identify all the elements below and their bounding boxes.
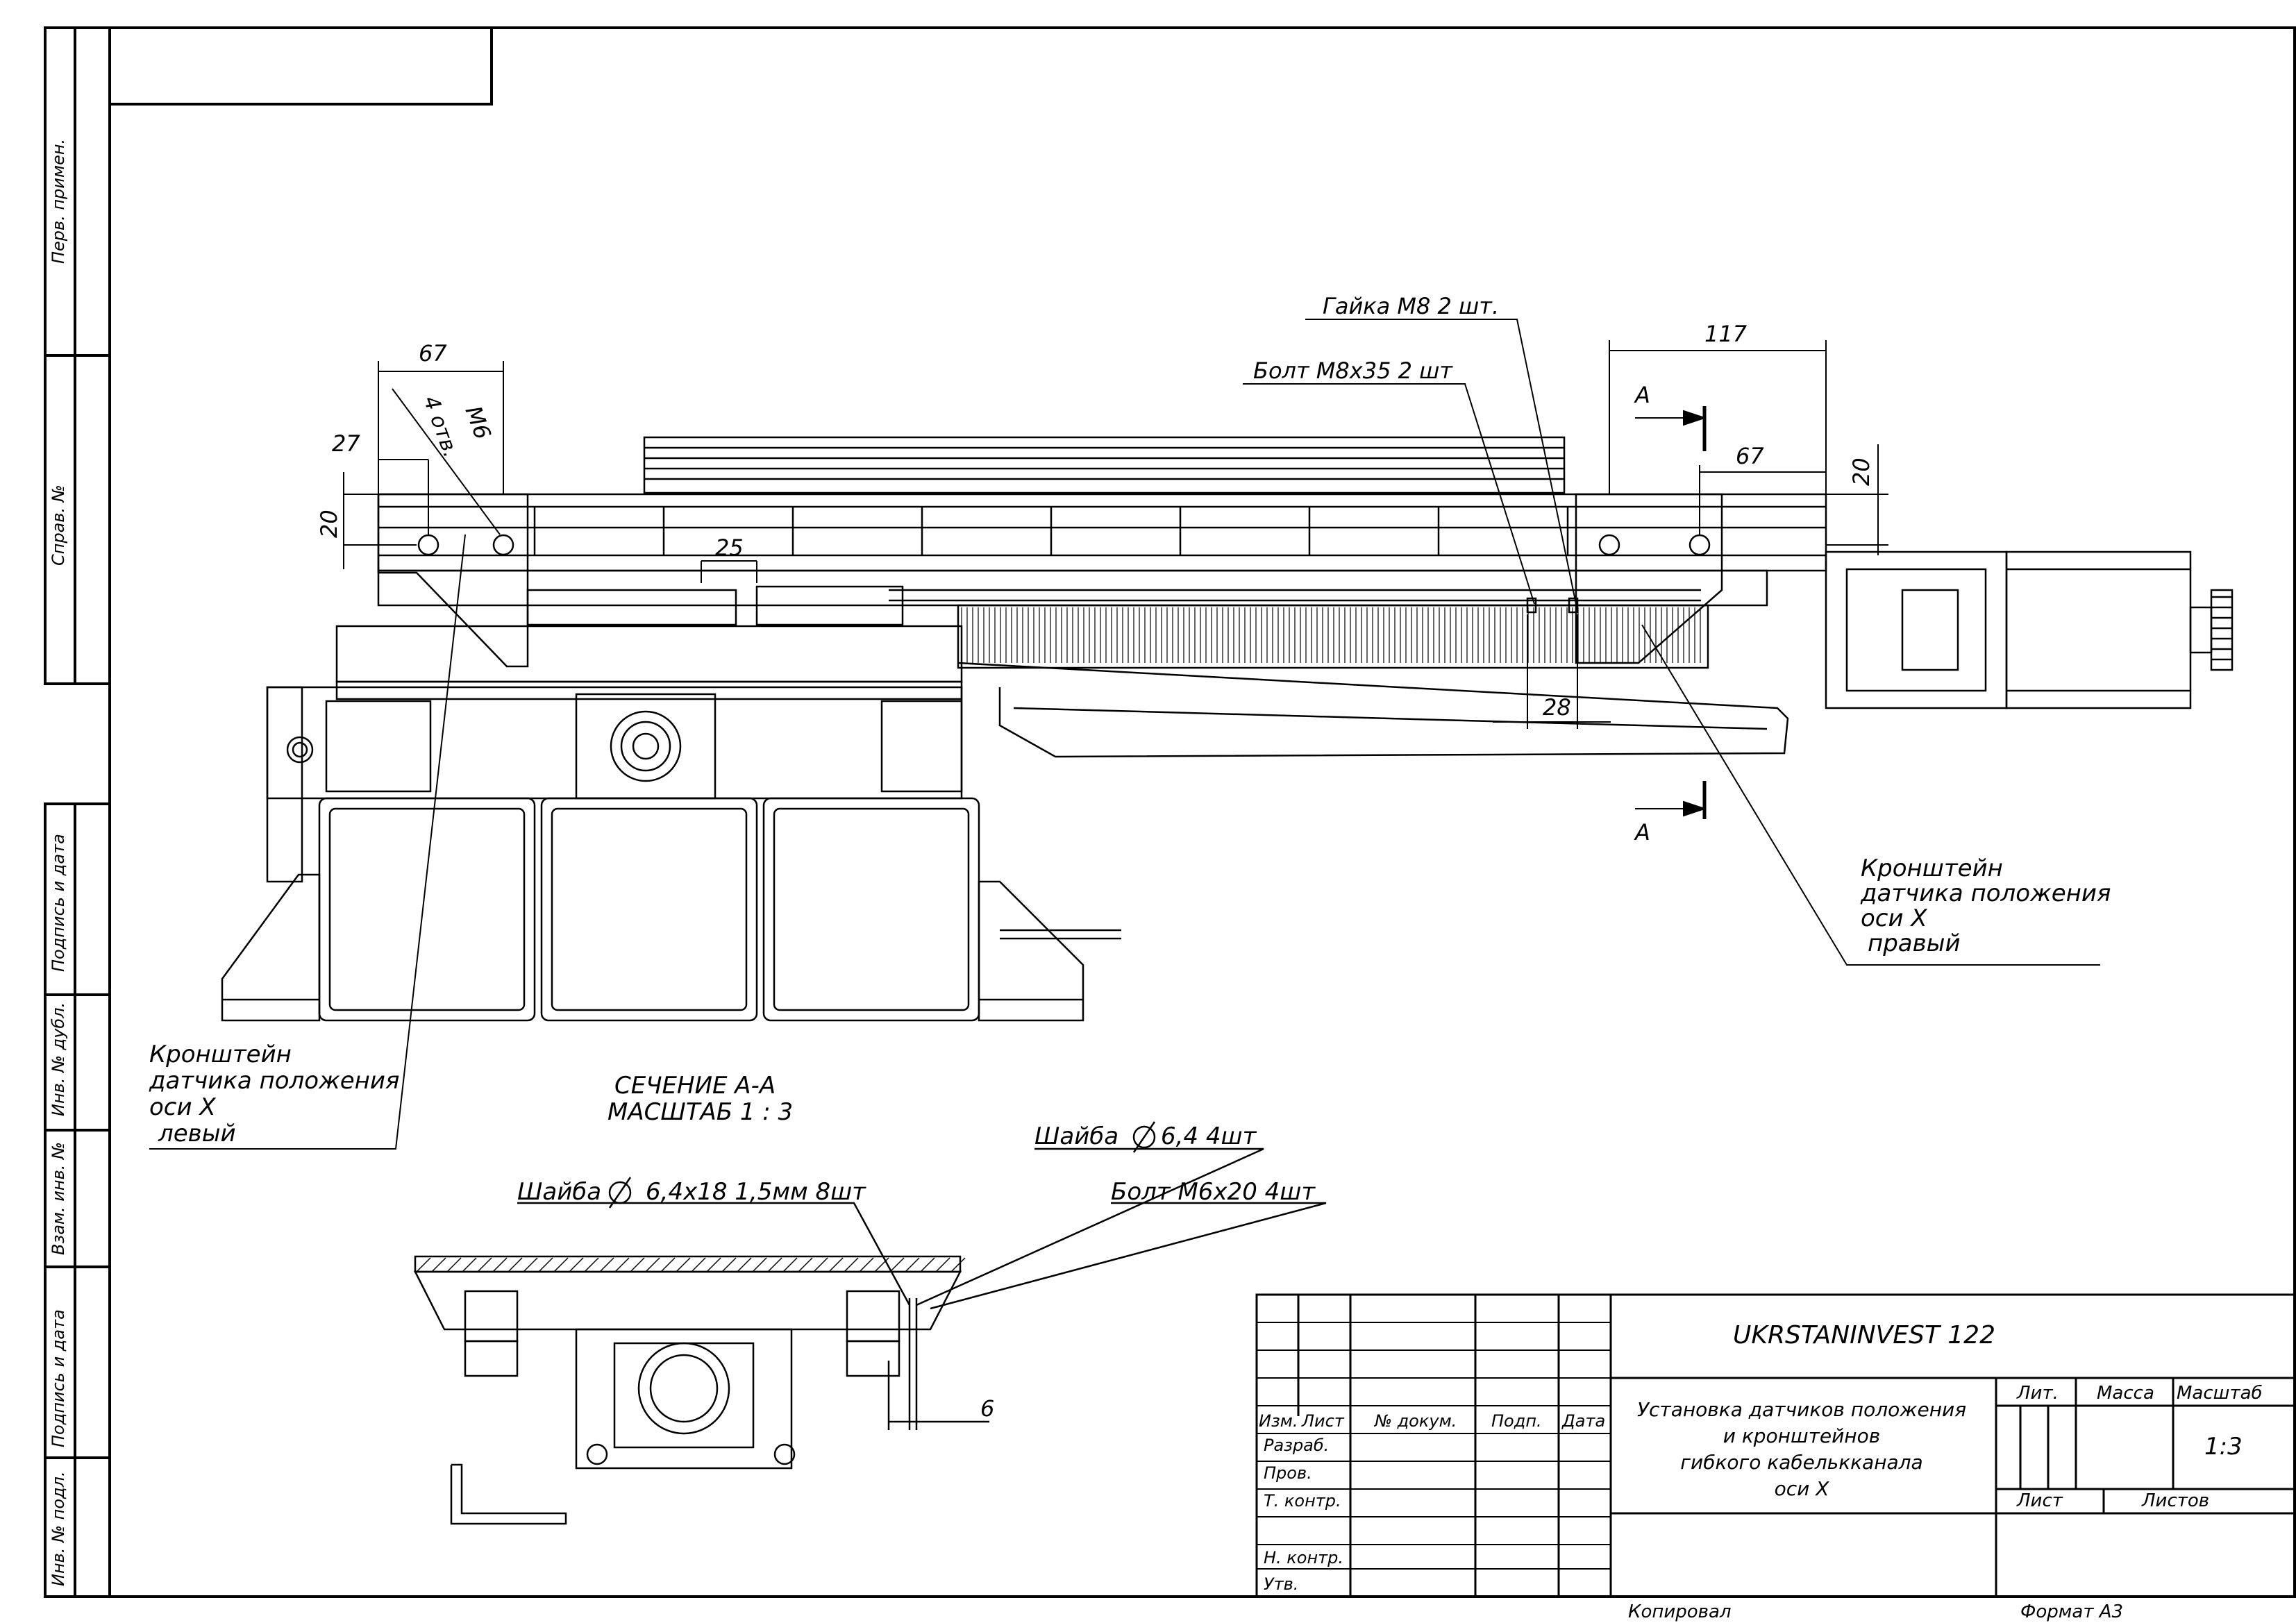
- description-1: Установка датчиков положения: [1637, 1398, 1966, 1421]
- stamp-vzam-inv: Взам. инв. №: [49, 1142, 68, 1255]
- dim-27: 27: [332, 430, 360, 457]
- format-label: Формат А3: [2020, 1601, 2123, 1622]
- section-mark-top: А: [1634, 382, 1650, 408]
- callout-shaiba-64-size: 6,4 4шт: [1161, 1122, 1257, 1150]
- dim-117: 117: [1704, 321, 1748, 347]
- dim-67-right: 67: [1736, 443, 1764, 469]
- callout-bracket-right-2: датчика положения: [1860, 880, 2111, 907]
- callout-bolt-m6: Болт М6х20 4шт: [1111, 1178, 1316, 1206]
- callouts: Гайка М8 2 шт. Болт М8х35 2 шт Кронштейн…: [149, 293, 2111, 1147]
- callout-bracket-left-2: датчика положения: [149, 1067, 399, 1095]
- section-mark-bottom: А: [1634, 819, 1650, 846]
- stamp-inv-dubl: Инв. № дубл.: [49, 1002, 68, 1116]
- izm-label: Изм.: [1259, 1411, 1298, 1431]
- main-assembly: [221, 436, 2234, 1022]
- stamp-column: [44, 26, 111, 1598]
- dimension-lines: [149, 319, 2100, 1150]
- section-scale: МАСШТАБ 1 : 3: [607, 1098, 793, 1126]
- stamp-perv-primen: Перв. примен.: [49, 139, 68, 264]
- callout-bracket-right-1: Кронштейн: [1861, 855, 2003, 882]
- callout-bracket-right-4: правый: [1868, 930, 1961, 957]
- description-2: и кронштейнов: [1723, 1424, 1881, 1447]
- list-label: Лист: [2016, 1490, 2063, 1511]
- razrab-label: Разраб.: [1264, 1436, 1329, 1455]
- podp-label: Подп.: [1491, 1411, 1542, 1431]
- title-block-text: UKRSTANINVEST 122 Установка датчиков пол…: [1259, 1321, 2263, 1622]
- callout-bracket-left-1: Кронштейн: [149, 1041, 292, 1068]
- masshtab-label: Масштаб: [2177, 1383, 2263, 1404]
- data-label: Дата: [1561, 1411, 1605, 1431]
- diameter-icon: [608, 1121, 1156, 1209]
- dim-6: 6: [980, 1395, 994, 1422]
- section-view: [413, 1147, 1327, 1525]
- massa-label: Масса: [2097, 1383, 2154, 1404]
- utv-label: Утв.: [1264, 1574, 1298, 1594]
- stamp-podpis-data-2: Подпись и дата: [49, 1309, 68, 1447]
- dim-25: 25: [715, 535, 744, 561]
- stamp-labels: Перв. примен. Справ. № Подпись и дата Ин…: [49, 139, 68, 1586]
- n-kontr-label: Н. контр.: [1264, 1548, 1343, 1567]
- callout-bracket-left-3: оси Х: [149, 1093, 216, 1121]
- dim-67-left: 67: [419, 340, 447, 367]
- kopiroval-label: Копировал: [1628, 1601, 1732, 1622]
- prov-label: Пров.: [1264, 1463, 1312, 1483]
- callout-shaiba-large: Шайба: [517, 1178, 601, 1206]
- dim-28: 28: [1543, 694, 1571, 721]
- dim-20-left: 20: [316, 510, 342, 538]
- dim-m6: М6: [460, 403, 496, 443]
- dim-holes: 4 отв.: [418, 393, 462, 461]
- doc-no-label: № докум.: [1373, 1411, 1457, 1431]
- stamp-inv-podl: Инв. № подл.: [49, 1471, 68, 1586]
- callout-bolt-m8: Болт М8х35 2 шт: [1253, 358, 1453, 384]
- sheet-frame: [108, 26, 2296, 1598]
- company-name: UKRSTANINVEST 122: [1733, 1321, 1995, 1349]
- stamp-sprav-no: Справ. №: [49, 485, 68, 566]
- title-block: [1255, 1293, 2296, 1598]
- dim-20-right: 20: [1848, 457, 1875, 486]
- callout-bracket-left-4: левый: [158, 1120, 236, 1147]
- section-title: СЕЧЕНИЕ А-А: [614, 1072, 776, 1100]
- description-3: гибкого кабелькканала: [1680, 1451, 1922, 1474]
- stamp-podpis-data-1: Подпись и дата: [49, 834, 68, 972]
- callout-shaiba-large-size: 6,4х18 1,5мм 8шт: [646, 1178, 866, 1206]
- description-4: оси Х: [1775, 1477, 1830, 1500]
- callout-gaika: Гайка М8 2 шт.: [1323, 293, 1499, 319]
- section-callouts: Шайба 6,4х18 1,5мм 8шт Шайба 6,4 4шт Бол…: [517, 1121, 1316, 1422]
- dimension-values: 67 27 20 М6 4 отв. 25 117 67 20 28 А А: [316, 321, 1875, 846]
- callout-bracket-right-3: оси Х: [1861, 905, 1927, 932]
- list-col-label: Лист: [1301, 1411, 1345, 1431]
- t-kontr-label: Т. контр.: [1264, 1491, 1341, 1511]
- scale-value: 1:3: [2204, 1433, 2243, 1461]
- lit-label: Лит.: [2016, 1383, 2059, 1404]
- listov-label: Листов: [2141, 1490, 2209, 1511]
- callout-shaiba-64: Шайба: [1034, 1122, 1118, 1150]
